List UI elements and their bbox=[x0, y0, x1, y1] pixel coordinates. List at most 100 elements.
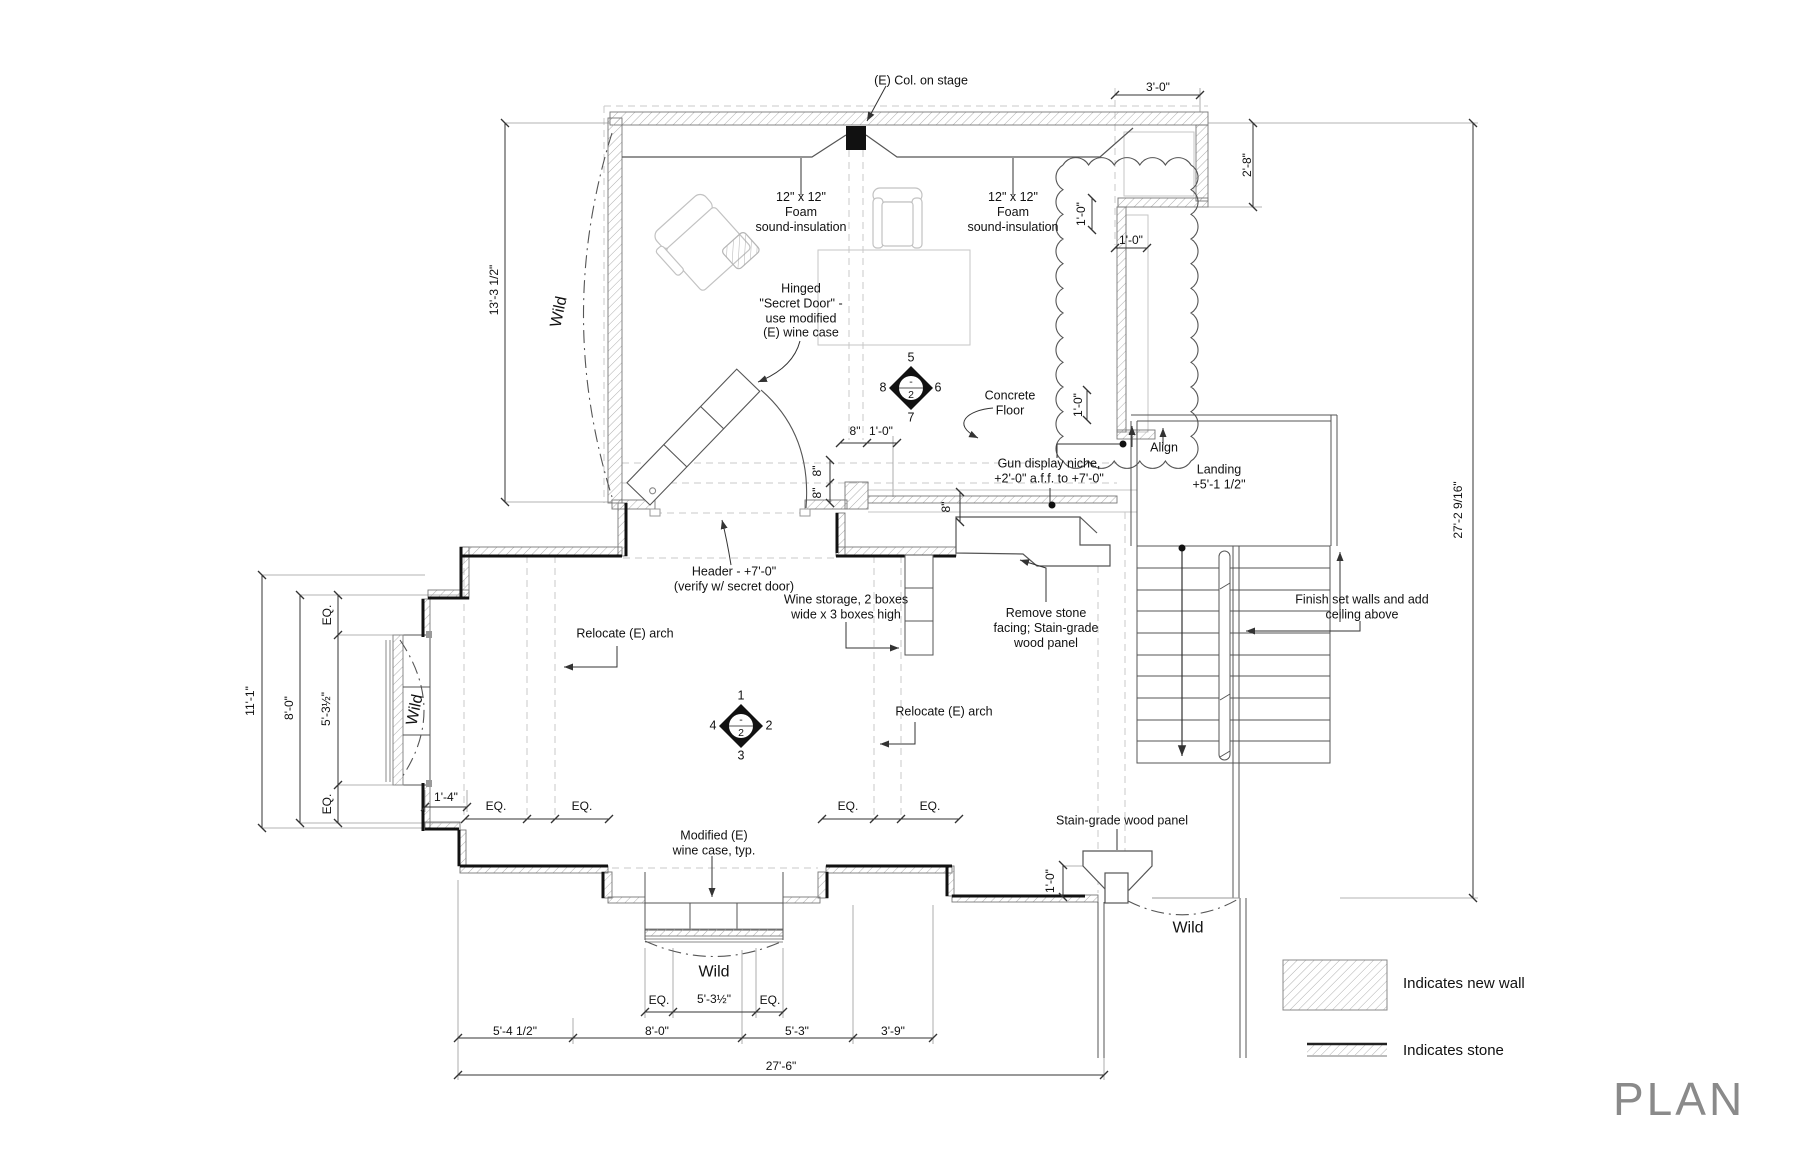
remove-stone-label: Remove stone facing; Stain-grade wood pa… bbox=[994, 606, 1099, 650]
label-line: Remove stone bbox=[1005, 605, 1087, 620]
door-jambs bbox=[649, 508, 811, 517]
relocate-arch-right-label: Relocate (E) arch bbox=[895, 704, 993, 719]
stair-down-arrow bbox=[1177, 544, 1187, 756]
label-line: Foam bbox=[997, 204, 1029, 219]
modified-wine-case-label: Modified (E) wine case, typ. bbox=[673, 828, 756, 858]
label-line: use modified bbox=[765, 311, 837, 325]
legend-new-wall-label: Indicates new wall bbox=[1403, 975, 1525, 993]
dim-eq-bay-right: EQ. bbox=[759, 992, 781, 1007]
label-line: Foam bbox=[785, 204, 817, 219]
dim-2-8: 2'-8" bbox=[1239, 153, 1254, 177]
marker-upper-top: 5 bbox=[907, 350, 915, 365]
col-on-stage-label: (E) Col. on stage bbox=[874, 73, 968, 88]
dim-13-3-half: 13'-3 1/2" bbox=[486, 264, 501, 316]
dim-8a: 8" bbox=[849, 423, 861, 438]
dim-8d: 8" bbox=[938, 501, 953, 513]
label-line: (E) wine case bbox=[763, 325, 839, 340]
recliner bbox=[654, 193, 760, 291]
marker-lower-top: 1 bbox=[737, 688, 745, 703]
label-line: Concrete bbox=[984, 388, 1036, 403]
marker-lower-inner-top: - bbox=[739, 713, 743, 726]
foam-insulation-label-left: 12" x 12" Foam sound-insulation bbox=[755, 190, 846, 234]
landing-label: Landing +5'-1 1/2" bbox=[1192, 462, 1245, 492]
dim-1-0d: 1'-0" bbox=[1070, 393, 1085, 417]
dim-eq-row-1: EQ. bbox=[485, 798, 507, 813]
dim-1-0e: 1'-0" bbox=[1042, 869, 1057, 893]
relocate-arch-left-label: Relocate (E) arch bbox=[576, 626, 674, 641]
marker-upper-bottom: 7 bbox=[907, 410, 915, 425]
extension-lines bbox=[262, 88, 1478, 1080]
wine-storage-cabinet bbox=[904, 554, 934, 656]
label-line: Landing bbox=[1196, 462, 1242, 477]
armchair bbox=[872, 187, 923, 249]
label-line: Finish set walls and add bbox=[1295, 592, 1429, 607]
secret-door-label: Hinged "Secret Door" - use modified (E) … bbox=[759, 282, 842, 341]
label-line: wood panel bbox=[1014, 635, 1078, 650]
label-line: Hinged bbox=[781, 281, 821, 296]
dim-11-1: 11'-1" bbox=[242, 686, 257, 716]
wild-label-bottom-bay: Wild bbox=[698, 963, 730, 981]
stain-grade-label: Stain-grade wood panel bbox=[1055, 813, 1189, 828]
wall-junction-steps bbox=[955, 516, 1111, 567]
dim-3-0: 3'-0" bbox=[1146, 79, 1170, 94]
wild-label-bottom-right: Wild bbox=[1172, 919, 1204, 937]
dim-eq-bay-left: EQ. bbox=[648, 992, 670, 1007]
stage-column bbox=[622, 126, 1134, 158]
revision-cloud bbox=[1055, 157, 1199, 469]
header-label: Header - +7'-0" (verify w/ secret door) bbox=[674, 564, 794, 594]
label-line: wine case, typ. bbox=[672, 843, 756, 857]
concrete-floor-label: Concrete Floor bbox=[985, 388, 1036, 418]
label-line: sound-insulation bbox=[755, 219, 847, 234]
dim-27-6: 27'-6" bbox=[765, 1058, 797, 1073]
dim-ticks bbox=[333, 438, 906, 1043]
dim-eq-left-bottom: EQ. bbox=[319, 793, 334, 815]
stairs-landing bbox=[1097, 414, 1338, 1058]
dim-5-3-half-bay: 5'-3½" bbox=[697, 991, 731, 1006]
legend-stone-label: Indicates stone bbox=[1403, 1042, 1504, 1060]
wine-storage-label: Wine storage, 2 boxes wide x 3 boxes hig… bbox=[784, 592, 908, 622]
wild-arcs bbox=[399, 132, 1241, 957]
secret-door bbox=[626, 368, 808, 509]
dim-eq-row-2: EQ. bbox=[571, 798, 593, 813]
label-line: facing; Stain-grade bbox=[993, 620, 1099, 635]
label-line: 12" x 12" bbox=[776, 189, 826, 204]
furniture bbox=[654, 187, 923, 291]
stone-walls bbox=[421, 111, 1209, 904]
label-line: ceiling above bbox=[1325, 607, 1399, 621]
marker-lower-right: 2 bbox=[765, 718, 773, 733]
align-label: Align bbox=[1150, 440, 1178, 455]
bay-windows bbox=[385, 631, 784, 943]
label-line: wide x 3 boxes high bbox=[791, 607, 901, 621]
label-line: sound-insulation bbox=[967, 219, 1059, 234]
marker-lower-left: 4 bbox=[709, 718, 717, 733]
foam-insulation-label-right: 12" x 12" Foam sound-insulation bbox=[967, 190, 1058, 234]
dim-1-0c: 1'-0" bbox=[1119, 232, 1143, 247]
marker-lower-inner-bottom: 2 bbox=[738, 726, 744, 739]
marker-upper-left: 8 bbox=[879, 380, 887, 395]
dim-eq-row-3: EQ. bbox=[837, 798, 859, 813]
gun-niche-label: Gun display niche, +2'-0" a.f.f. to +7'-… bbox=[994, 456, 1104, 486]
label-line: Gun display niche, bbox=[997, 456, 1101, 471]
dim-8-0-left: 8'-0" bbox=[281, 696, 296, 720]
label-line: 12" x 12" bbox=[988, 189, 1038, 204]
label-line: Wine storage, 2 boxes bbox=[783, 592, 909, 607]
marker-lower-bottom: 3 bbox=[737, 748, 745, 763]
dim-8b: 8" bbox=[809, 465, 824, 477]
leader-lines bbox=[564, 85, 1361, 897]
dim-5-4-half: 5'-4 1/2" bbox=[493, 1023, 537, 1038]
page-title: PLAN bbox=[1613, 1073, 1746, 1125]
label-line: +5'-1 1/2" bbox=[1192, 477, 1246, 491]
dim-5-3-half-left: 5'-3½" bbox=[318, 692, 333, 726]
finish-walls-label: Finish set walls and add ceiling above bbox=[1295, 592, 1428, 622]
dim-1-0a: 1'-0" bbox=[869, 423, 893, 438]
label-line: Modified (E) bbox=[680, 828, 748, 843]
grid-lines bbox=[463, 88, 1208, 893]
label-line: "Secret Door" - bbox=[759, 296, 843, 311]
dim-eq-row-4: EQ. bbox=[919, 798, 941, 813]
dim-1-4: 1'-4" bbox=[434, 789, 458, 804]
legend-stone-swatch bbox=[1307, 1042, 1387, 1057]
dim-8c: 8" bbox=[809, 487, 824, 499]
legend-new-wall-swatch bbox=[1282, 959, 1388, 1011]
